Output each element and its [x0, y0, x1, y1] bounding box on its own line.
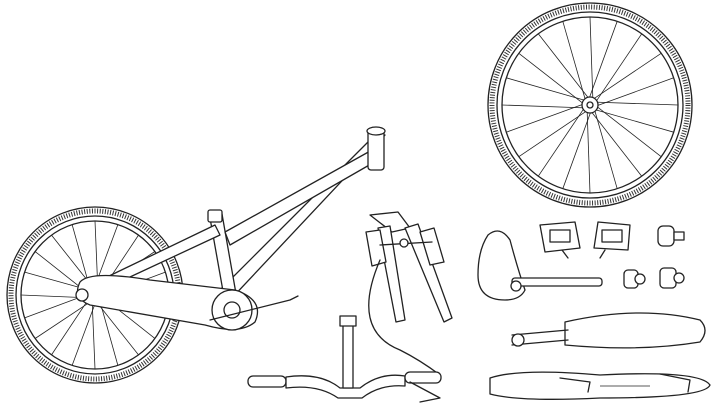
spoke — [518, 52, 585, 105]
spoke — [71, 300, 97, 366]
spoke — [537, 107, 585, 177]
spoke — [595, 105, 662, 158]
tire-inner — [496, 11, 684, 199]
spoke — [589, 16, 594, 100]
spoke — [595, 33, 643, 103]
spoke — [91, 300, 96, 370]
tire-tread — [489, 4, 691, 206]
spoke — [590, 110, 643, 177]
spoke — [562, 21, 587, 101]
axle — [586, 101, 594, 109]
pedal-right — [593, 221, 631, 259]
front-wheel — [487, 2, 693, 208]
spoke — [592, 52, 662, 100]
spoke — [506, 77, 586, 102]
spoke — [595, 77, 674, 107]
spoke — [98, 299, 119, 366]
spoke — [518, 110, 588, 158]
spoke — [506, 103, 585, 133]
spoke — [51, 297, 90, 356]
saddle — [477, 230, 603, 301]
spoke — [586, 110, 591, 194]
spoke — [537, 33, 590, 100]
front-fender — [511, 312, 706, 349]
spoke — [562, 110, 592, 189]
front-fork — [365, 211, 453, 376]
bell — [657, 225, 685, 247]
caps — [623, 267, 685, 289]
spoke — [588, 21, 618, 100]
hub — [581, 96, 599, 114]
tire-outer — [487, 2, 693, 208]
rear-fender — [489, 371, 711, 400]
handlebar — [247, 315, 442, 403]
chain-guard — [75, 274, 299, 331]
spoke — [594, 108, 674, 133]
spoke — [595, 101, 679, 106]
spoke — [593, 109, 618, 189]
spoke — [34, 300, 93, 339]
spoke — [95, 300, 139, 356]
pedal-left — [539, 221, 581, 259]
spoke — [501, 104, 585, 109]
